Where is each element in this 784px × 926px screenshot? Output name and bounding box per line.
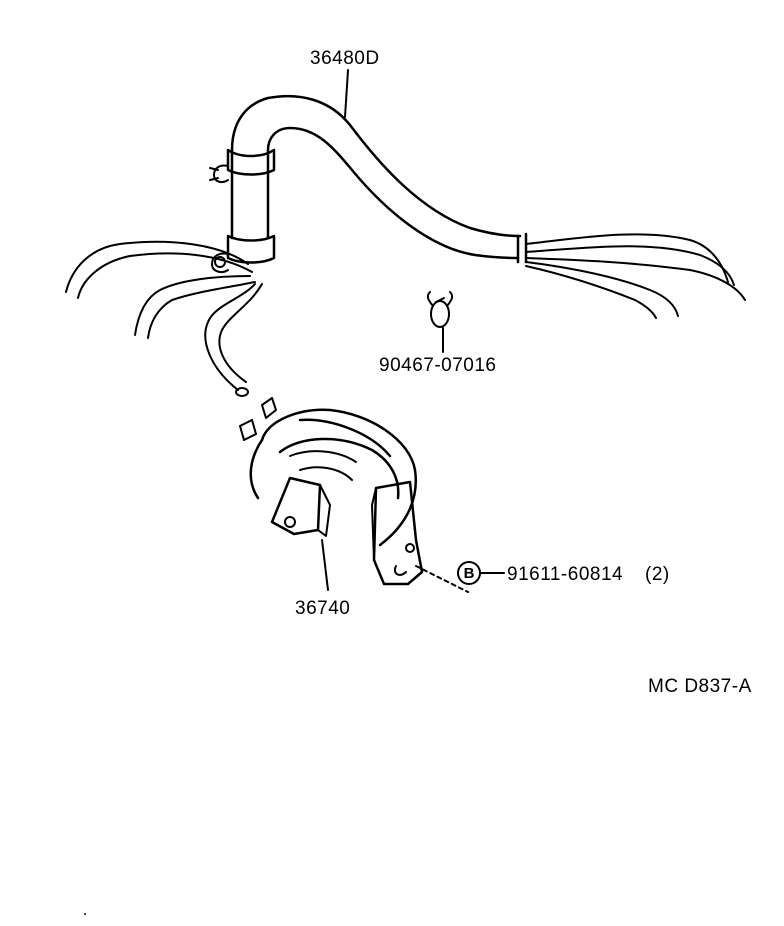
clip-part-number: 90467-07016 xyxy=(379,355,497,376)
reference-circle xyxy=(457,561,481,585)
drawing-code: MC D837-A xyxy=(648,676,752,697)
reference-letter: B xyxy=(464,565,475,582)
hose-leader xyxy=(344,69,349,118)
hose-assembly xyxy=(65,94,746,397)
hose-clip xyxy=(426,291,454,328)
valve-part-number: 36740 xyxy=(295,598,350,619)
bolt-callout: B 91611-60814 (2) xyxy=(457,561,670,585)
speck xyxy=(84,913,86,915)
vacuum-valve xyxy=(239,397,469,593)
hose-part-number: 36480D xyxy=(310,48,380,69)
bolt-quantity: (2) xyxy=(645,564,670,585)
bolt-part-number: 91611-60814 xyxy=(507,564,623,585)
